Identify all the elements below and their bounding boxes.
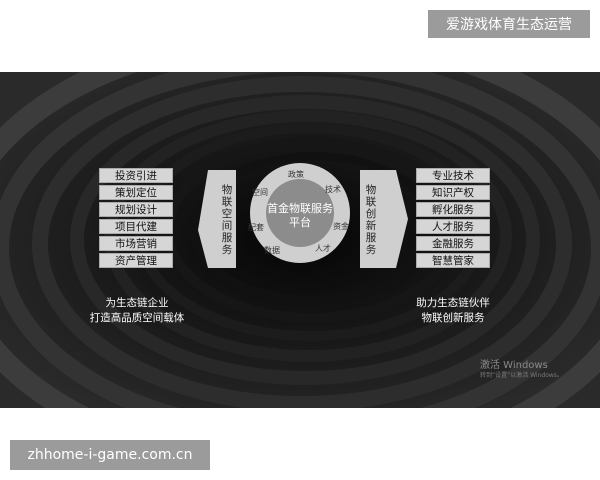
right-caption-line: 助力生态链伙伴 bbox=[416, 297, 490, 309]
ring-label-facilities: 配套 bbox=[248, 223, 264, 232]
top-badge: 爱游戏体育生态运营 bbox=[428, 10, 590, 38]
left-service-item: 项目代建 bbox=[99, 219, 173, 234]
right-caption: 助力生态链伙伴 物联创新服务 bbox=[378, 296, 528, 326]
right-vertical-label: 物联创新服务 bbox=[365, 184, 377, 256]
left-chevron-shape bbox=[198, 170, 236, 268]
left-caption-line: 打造高品质空间载体 bbox=[89, 312, 185, 324]
ring-label-capital: 资金 bbox=[333, 222, 349, 231]
activation-watermark-subtitle: 转到“设置”以激活 Windows。 bbox=[480, 372, 563, 379]
ring-label-data: 数据 bbox=[264, 246, 280, 255]
left-service-item: 市场营销 bbox=[99, 236, 173, 251]
right-service-item: 专业技术 bbox=[416, 168, 490, 183]
activation-watermark-title: 激活 Windows bbox=[480, 360, 548, 371]
right-service-item: 金融服务 bbox=[416, 236, 490, 251]
left-service-list: 投资引进策划定位规划设计项目代建市场营销资产管理 bbox=[99, 168, 173, 270]
left-caption-line: 为生态链企业 bbox=[105, 297, 169, 309]
right-chevron-shape bbox=[360, 170, 408, 268]
left-service-item: 策划定位 bbox=[99, 185, 173, 200]
left-service-item: 规划设计 bbox=[99, 202, 173, 217]
url-badge: zhhome-i-game.com.cn bbox=[10, 440, 210, 470]
right-service-item: 智慧管家 bbox=[416, 253, 490, 268]
right-caption-line: 物联创新服务 bbox=[421, 312, 485, 324]
right-service-list: 专业技术知识产权孵化服务人才服务金融服务智慧管家 bbox=[416, 168, 490, 270]
ring-label-space: 空间 bbox=[252, 188, 268, 197]
right-service-item: 人才服务 bbox=[416, 219, 490, 234]
center-ring-inner bbox=[266, 179, 334, 247]
spiral-background bbox=[0, 72, 600, 408]
right-service-item: 知识产权 bbox=[416, 185, 490, 200]
left-caption: 为生态链企业 打造高品质空间载体 bbox=[62, 296, 212, 326]
left-service-item: 资产管理 bbox=[99, 253, 173, 268]
ring-label-tech: 技术 bbox=[325, 185, 341, 194]
ring-label-talent: 人才 bbox=[315, 244, 331, 253]
banner-diagram: 投资引进策划定位规划设计项目代建市场营销资产管理 物联空间服务 首金物联服务平台… bbox=[0, 72, 600, 408]
left-service-item: 投资引进 bbox=[99, 168, 173, 183]
right-service-item: 孵化服务 bbox=[416, 202, 490, 217]
ring-label-policy: 政策 bbox=[288, 170, 304, 179]
center-title: 首金物联服务平台 bbox=[267, 202, 333, 229]
left-vertical-label: 物联空间服务 bbox=[221, 184, 233, 256]
